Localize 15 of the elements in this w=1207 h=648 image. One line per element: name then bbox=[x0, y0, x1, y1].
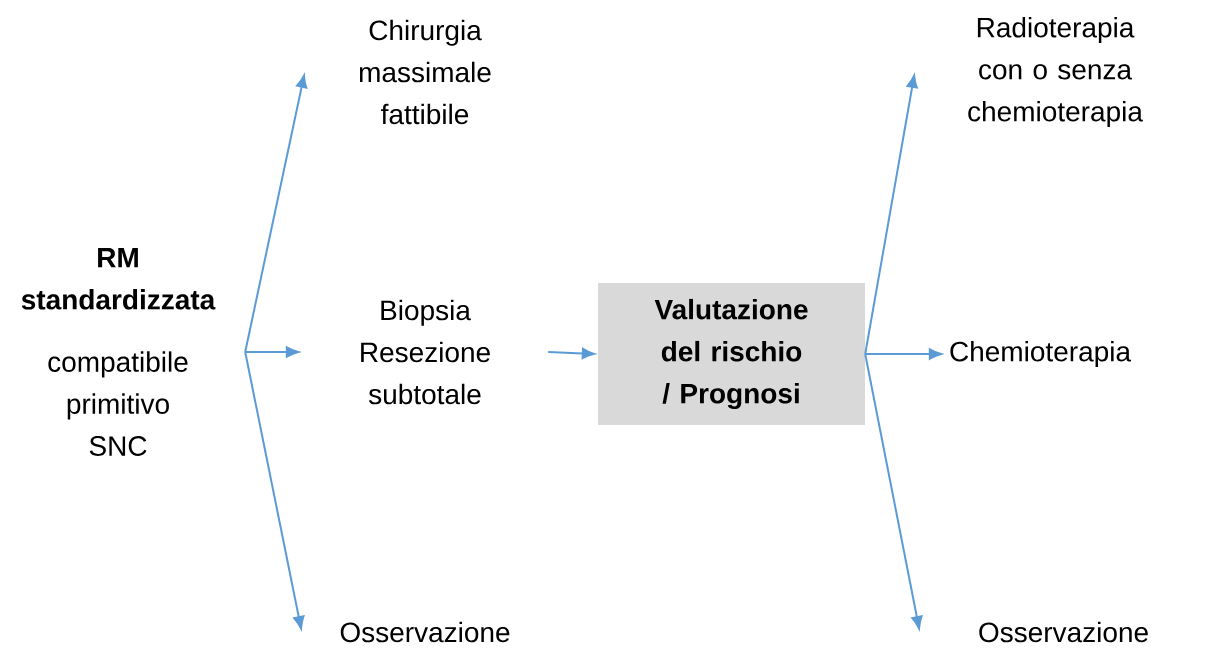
flow-text: Chemioterapia bbox=[950, 340, 1132, 368]
flow-text: Osservazione bbox=[979, 621, 1148, 643]
arrow bbox=[547, 347, 595, 360]
flow-text: Biopsia Resezione subtotale bbox=[361, 299, 490, 405]
arrow bbox=[864, 348, 942, 360]
flow-text: Chirurgia massimale fattibile bbox=[359, 19, 491, 125]
flow-text: Osservazione bbox=[340, 621, 510, 643]
flow-text: RM standardizzata compatibile primitivo SNC bbox=[21, 248, 216, 456]
flow-text: Radioterapia con o senza chemioterapia bbox=[968, 16, 1143, 128]
arrow bbox=[244, 351, 305, 630]
arrow bbox=[244, 74, 308, 353]
flow-box: Valutazione del rischio / Prognosi bbox=[598, 283, 865, 425]
arrow bbox=[864, 74, 918, 355]
arrow bbox=[864, 353, 923, 630]
arrow bbox=[244, 346, 299, 358]
